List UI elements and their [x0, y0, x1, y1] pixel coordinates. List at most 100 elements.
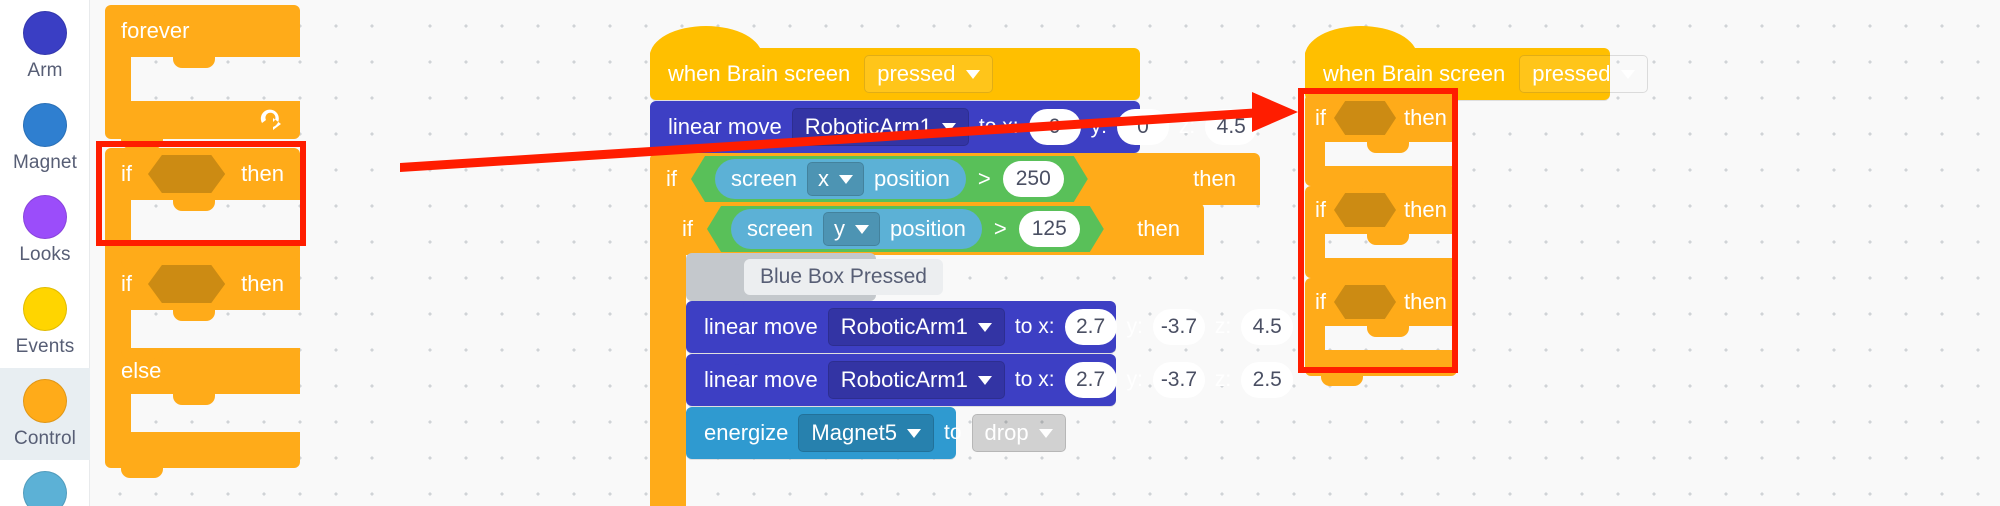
sidebar-item-looks[interactable]: Looks — [0, 184, 90, 276]
reporter-screen-label: screen — [731, 166, 798, 191]
if-footer[interactable] — [1305, 350, 1457, 386]
y-label: y: — [1126, 315, 1143, 338]
palette-if-then-block[interactable]: if then — [105, 148, 300, 286]
comment-text: Blue Box Pressed — [744, 259, 943, 295]
chevron-down-icon — [965, 69, 980, 79]
sidebar-item-label: Magnet — [13, 151, 77, 173]
block-linear-move-2[interactable]: linear move RoboticArm1 to x: 2.7 y: -3.… — [686, 301, 1294, 353]
c-left-wall — [1305, 326, 1325, 350]
if-footer[interactable] — [1305, 258, 1457, 288]
if-header[interactable]: if then — [1305, 278, 1457, 326]
hat-label: when Brain screen — [1323, 61, 1506, 86]
operator-symbol: > — [977, 166, 991, 191]
z-label: z: — [1178, 115, 1196, 138]
if-footer[interactable] — [1305, 166, 1457, 196]
block-if-then-right-1[interactable]: if then — [1305, 94, 1457, 196]
circle-icon — [23, 378, 67, 423]
hat-when-brain-screen-right[interactable]: when Brain screen pressed — [1305, 26, 1648, 100]
sidebar-item-sensing[interactable]: Sensing — [0, 460, 90, 506]
if-x-header[interactable]: if screen x position > 250 then — [650, 153, 1260, 205]
device-value: RoboticArm1 — [804, 114, 932, 139]
reporter-screen-x-position[interactable]: screen x position — [715, 159, 966, 199]
then-label: then — [1404, 197, 1447, 222]
forever-block-header[interactable]: forever — [105, 5, 300, 57]
reporter-screen-label: screen — [747, 216, 814, 241]
block-palette[interactable]: forever if then — [90, 0, 400, 506]
c-mouth — [131, 200, 300, 242]
boolean-slot[interactable] — [1334, 193, 1396, 227]
x-input[interactable]: 0 — [1028, 109, 1081, 145]
block-if-y-position[interactable]: if screen y position > 125 then — [666, 203, 1204, 255]
boolean-slot[interactable] — [1334, 101, 1396, 135]
if-header[interactable]: if then — [1305, 94, 1457, 142]
operator-greater-than[interactable]: screen x position > 250 — [691, 156, 1088, 202]
y-input[interactable]: -3.7 — [1152, 309, 1205, 345]
boolean-slot[interactable] — [1334, 285, 1396, 319]
sidebar-item-control[interactable]: Control — [0, 368, 90, 460]
device-dropdown[interactable]: RoboticArm1 — [827, 361, 1005, 399]
boolean-slot[interactable] — [148, 265, 226, 303]
position-label: position — [874, 166, 950, 191]
c-mouth — [131, 57, 300, 101]
magnet-dropdown[interactable]: Magnet5 — [798, 414, 935, 452]
z-label: z: — [1214, 368, 1232, 391]
axis-dropdown[interactable]: y — [823, 212, 880, 246]
if-label: if — [121, 161, 132, 186]
sidebar-item-arm[interactable]: Arm — [0, 0, 90, 92]
block-linear-move-3[interactable]: linear move RoboticArm1 to x: 2.7 y: -3.… — [686, 354, 1294, 406]
y-input[interactable]: -3.7 — [1152, 362, 1205, 398]
then-label: then — [241, 161, 284, 186]
axis-value: x — [818, 166, 830, 191]
if-else-block-header[interactable]: if then — [105, 258, 300, 310]
boolean-slot[interactable] — [148, 155, 226, 193]
operator-symbol: > — [993, 216, 1007, 241]
palette-forever-block[interactable]: forever — [105, 5, 300, 149]
sidebar-item-magnet[interactable]: Magnet — [0, 92, 90, 184]
hat-event-value: pressed — [877, 61, 956, 86]
z-input[interactable]: 4.5 — [1241, 309, 1294, 345]
y-input[interactable]: 0 — [1116, 109, 1169, 145]
operator-greater-than[interactable]: screen y position > 125 — [707, 206, 1104, 252]
block-if-then-right-3[interactable]: if then — [1305, 278, 1457, 386]
block-energize-magnet[interactable]: energize Magnet5 to drop — [686, 407, 1066, 459]
x-input[interactable]: 2.7 — [1064, 309, 1117, 345]
block-blue-box-pressed[interactable]: Blue Box Pressed — [686, 253, 943, 301]
else-section[interactable]: else — [105, 348, 300, 394]
then-label: then — [241, 271, 284, 296]
c-left-wall-inner — [668, 255, 686, 506]
if-label: if — [1315, 289, 1326, 314]
if-block-header[interactable]: if then — [105, 148, 300, 200]
device-dropdown[interactable]: RoboticArm1 — [827, 308, 1005, 346]
c-left-wall-outer — [650, 205, 668, 506]
if-y-header[interactable]: if screen y position > 125 then — [666, 203, 1204, 255]
forever-block-footer[interactable] — [105, 101, 300, 149]
script-canvas[interactable]: when Brain screen pressed linear move Ro… — [400, 0, 2000, 506]
axis-dropdown[interactable]: x — [807, 162, 864, 196]
if-header[interactable]: if then — [1305, 186, 1457, 234]
block-if-x-position[interactable]: if screen x position > 250 then — [650, 153, 1260, 205]
chevron-down-icon — [839, 175, 853, 184]
block-linear-move-1[interactable]: linear move RoboticArm1 to x: 0 y: 0 z: … — [650, 101, 1258, 153]
if-label: if — [1315, 105, 1326, 130]
palette-if-then-else-block[interactable]: if then else — [105, 258, 300, 478]
to-label: to — [944, 421, 962, 444]
z-input[interactable]: 2.5 — [1241, 362, 1294, 398]
c-mouth — [1325, 142, 1457, 166]
else-label: else — [121, 358, 162, 383]
sidebar-item-events[interactable]: Events — [0, 276, 90, 368]
hat-event-dropdown[interactable]: pressed — [1519, 55, 1648, 93]
hat-when-brain-screen[interactable]: when Brain screen pressed — [650, 26, 1140, 100]
threshold-input[interactable]: 125 — [1019, 211, 1080, 247]
magnet-value: Magnet5 — [811, 420, 898, 445]
action-dropdown[interactable]: drop — [971, 414, 1066, 452]
z-input[interactable]: 4.5 — [1205, 109, 1258, 145]
reporter-screen-y-position[interactable]: screen y position — [731, 209, 982, 249]
if-else-block-footer[interactable] — [105, 432, 300, 478]
device-dropdown[interactable]: RoboticArm1 — [791, 108, 969, 146]
then-label: then — [1404, 289, 1447, 314]
x-input[interactable]: 2.7 — [1064, 362, 1117, 398]
block-if-then-right-2[interactable]: if then — [1305, 186, 1457, 288]
threshold-input[interactable]: 250 — [1003, 161, 1064, 197]
hat-event-dropdown[interactable]: pressed — [864, 55, 993, 93]
if-label: if — [121, 271, 132, 296]
